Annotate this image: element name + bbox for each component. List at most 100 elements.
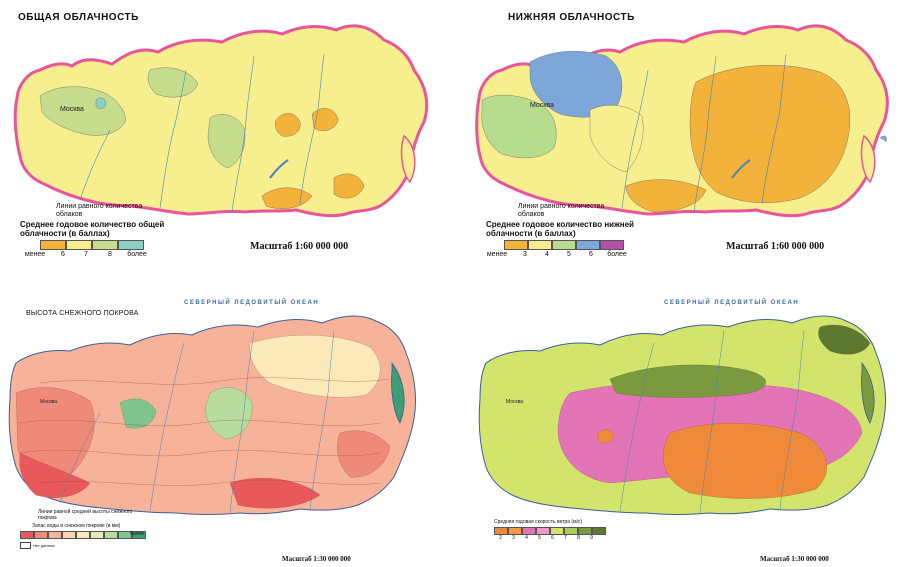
kamchatka (400, 134, 416, 184)
map-low-cloudiness (475, 24, 889, 218)
legend-swatch-1 (40, 240, 66, 250)
legend-max: более (127, 251, 147, 258)
region-4-band (589, 105, 644, 173)
legend-swatch-4 (62, 531, 76, 539)
legend-swatch-7 (104, 531, 118, 539)
region-south-east (229, 478, 321, 509)
map-snow-depth (8, 315, 417, 515)
legend-ticks: более (130, 531, 144, 537)
legend-swatch-3 (92, 240, 118, 250)
rivers (621, 53, 787, 213)
region-6-siberia (275, 113, 301, 137)
legend-min: менее (24, 251, 46, 258)
legend-swatch-1 (504, 240, 528, 250)
rivers (619, 330, 805, 514)
region-siberia-green (205, 387, 253, 440)
legend-swatch-3 (552, 240, 576, 250)
scale-label: Масштаб 1:30 000 000 (760, 555, 829, 563)
lake-baikal (731, 159, 751, 179)
legend-swatch-3 (522, 527, 536, 535)
region-6-east (311, 108, 339, 131)
panel-title: ОБЩАЯ ОБЛАЧНОСТЬ (18, 12, 139, 23)
region-dark-chukotka (818, 324, 871, 355)
legend-ticks: менее 3 4 5 6 более (480, 251, 632, 258)
legend-swatches (504, 240, 624, 250)
legend-swatch-9 (132, 531, 146, 539)
region-6-south (261, 187, 313, 209)
legend-value-2: 2 (499, 535, 502, 541)
no-data-swatch (20, 542, 31, 549)
region-6-fareast (333, 173, 365, 199)
scale-label: Масштаб 1:30 000 000 (282, 555, 351, 563)
legend-swatch-3 (48, 531, 62, 539)
legend-swatch-2 (528, 240, 552, 250)
region-8 (39, 86, 127, 136)
legend-swatch-1 (20, 531, 34, 539)
region-7-blue (95, 97, 107, 109)
region-8-west-siberia (207, 114, 246, 169)
legend-value-7: 7 (84, 251, 88, 258)
panel-low-cloudiness: НИЖНЯЯ ОБЛАЧНОСТЬ Москва Линии равного к… (450, 0, 900, 283)
legend-ticks: менее 6 7 8 более (18, 251, 152, 258)
isoline-label-text: Линии равного количества облаков (56, 203, 143, 218)
legend-swatch-5 (550, 527, 564, 535)
ocean-label: СЕВЕРНЫЙ ЛЕДОВИТЫЙ ОКЕАН (184, 300, 320, 306)
region-orange (663, 423, 827, 499)
isoline-label-text: Линии равной средней высоты снежного пок… (38, 509, 133, 521)
panel-wind-speed: СЕВЕРНЫЙ ЛЕДОВИТЫЙ ОКЕАН Москва Средняя … (450, 283, 900, 567)
legend-value-6: 6 (61, 251, 65, 258)
legend-swatch-6 (90, 531, 104, 539)
legend-value-8: 8 (577, 535, 580, 541)
lake-baikal (269, 159, 289, 179)
legend-swatches (40, 240, 144, 250)
isoline-label: Линии равного количества облаков (56, 203, 166, 219)
legend-title: Среднее годовое количество нижней облачн… (486, 220, 634, 238)
legend-swatch-2 (66, 240, 92, 250)
ocean-label: СЕВЕРНЫЙ ЛЕДОВИТЫЙ ОКЕАН (664, 300, 800, 306)
scale-label: Масштаб 1:60 000 000 (726, 241, 825, 252)
legend-value-3: 3 (523, 251, 527, 258)
kamchatka (860, 134, 876, 184)
isoline-label-text: Линии равного количества облаков (518, 203, 605, 218)
panel-snow-depth: ВЫСОТА СНЕЖНОГО ПОКРОВА СЕВЕРНЫЙ ЛЕДОВИТ… (0, 283, 450, 567)
snow-isolines (19, 377, 391, 486)
legend-swatch-6 (564, 527, 578, 535)
rivers (59, 330, 335, 514)
scale-label: Масштаб 1:60 000 000 (250, 241, 349, 252)
legend-value-5: 5 (538, 535, 541, 541)
map-total-cloudiness (13, 24, 429, 218)
city-label-moscow: Москва (40, 399, 58, 405)
legend-swatch-4 (118, 240, 144, 250)
city-label-moscow: Москва (506, 399, 524, 405)
legend-value-6: 6 (589, 251, 593, 258)
legend-swatch-4 (576, 240, 600, 250)
kamchatka (861, 361, 875, 424)
region-5-west (481, 94, 557, 159)
region-north (249, 334, 381, 398)
legend-value-5: 5 (567, 251, 571, 258)
region-green-east (119, 398, 157, 429)
isoline-label: Линии равного количества облаков (518, 203, 628, 219)
panel-title: НИЖНЯЯ ОБЛАЧНОСТЬ (508, 12, 635, 23)
region-orange-small (597, 429, 615, 444)
legend-swatches (20, 531, 146, 539)
legend-swatch-2 (508, 527, 522, 535)
region-fareast (337, 430, 391, 478)
region-south-west (19, 452, 91, 498)
legend-swatch-5 (600, 240, 624, 250)
legend-title: Средняя годовая скорость ветра (м/с) (494, 519, 583, 525)
map-wind-speed (478, 315, 887, 515)
legend-swatch-2 (34, 531, 48, 539)
panel-total-cloudiness: ОБЩАЯ ОБЛАЧНОСТЬ Москва Линии равного ко… (0, 0, 450, 283)
legend-ticks: 2 3 4 5 6 7 8 9 (494, 535, 598, 541)
region-6-north (529, 51, 623, 118)
region-3-south (625, 179, 707, 213)
legend-max: более (607, 251, 627, 258)
city-label-moscow: Москва (530, 102, 554, 109)
legend-swatch-8 (118, 531, 132, 539)
legend-min: менее (486, 251, 508, 258)
kamchatka (391, 361, 405, 424)
region-3-east (689, 64, 851, 203)
legend-value-4: 4 (545, 251, 549, 258)
legend-no-data: Нет данных (20, 542, 55, 549)
